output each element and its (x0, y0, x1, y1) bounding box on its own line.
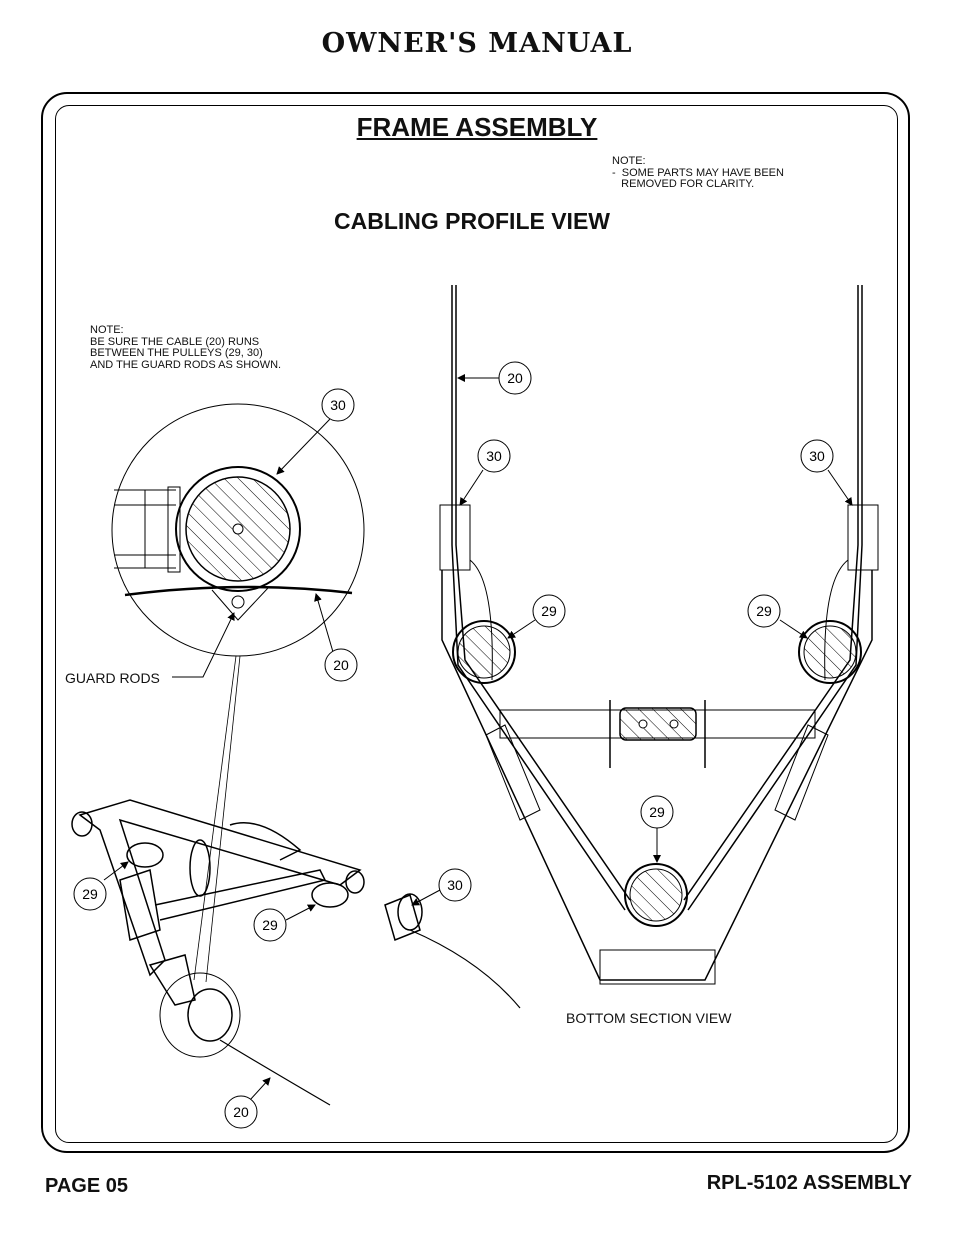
guard-rods-label: GUARD RODS (65, 670, 160, 686)
section-subtitle: CABLING PROFILE VIEW (334, 208, 610, 234)
callout-30-iso: 30 (438, 868, 472, 902)
svg-text:20: 20 (233, 1104, 249, 1120)
callout-29-bottom: 29 (640, 795, 674, 829)
callout-20-iso: 20 (224, 1095, 258, 1129)
bottom-section-view-label: BOTTOM SECTION VIEW (566, 1010, 732, 1026)
callout-29-iso-left: 29 (73, 877, 107, 911)
callout-30-detail: 30 (321, 388, 355, 422)
page-frame-outer (41, 92, 910, 1153)
bottom-section-view (439, 285, 879, 985)
callout-29-iso-mid: 29 (253, 908, 287, 942)
note-cable-routing: NOTE: BE SURE THE CABLE (20) RUNS BETWEE… (90, 324, 282, 371)
callout-29-left: 29 (532, 594, 566, 628)
page-number: PAGE 05 (45, 1175, 128, 1197)
svg-text:20: 20 (507, 370, 523, 386)
callout-29-right: 29 (747, 594, 781, 628)
svg-text:29: 29 (756, 603, 772, 619)
note-top-right: NOTE: - SOME PARTS MAY HAVE BEEN REMOVED… (612, 155, 784, 190)
leader-lines (103, 374, 853, 1101)
isometric-frame-view (71, 799, 521, 1106)
callout-30-left: 30 (477, 439, 511, 473)
svg-text:30: 30 (447, 877, 463, 893)
callout-20-top: 20 (498, 361, 532, 395)
svg-text:30: 30 (330, 397, 346, 413)
section-title: FRAME ASSEMBLY (356, 112, 598, 142)
svg-text:29: 29 (649, 804, 665, 820)
svg-text:29: 29 (262, 917, 278, 933)
callout-balloons: 30 20 20 30 30 29 29 29 29 29 30 20 (73, 361, 834, 1129)
svg-text:29: 29 (82, 886, 98, 902)
svg-text:30: 30 (809, 448, 825, 464)
svg-text:20: 20 (333, 657, 349, 673)
svg-text:29: 29 (541, 603, 557, 619)
callout-20-detail: 20 (324, 648, 358, 682)
document-id: RPL-5102 ASSEMBLY (706, 1172, 912, 1194)
manual-title: OWNER'S MANUAL (321, 28, 633, 59)
svg-text:30: 30 (486, 448, 502, 464)
page-frame-inner (55, 105, 898, 1143)
detail-view (111, 403, 365, 983)
callout-30-right: 30 (800, 439, 834, 473)
